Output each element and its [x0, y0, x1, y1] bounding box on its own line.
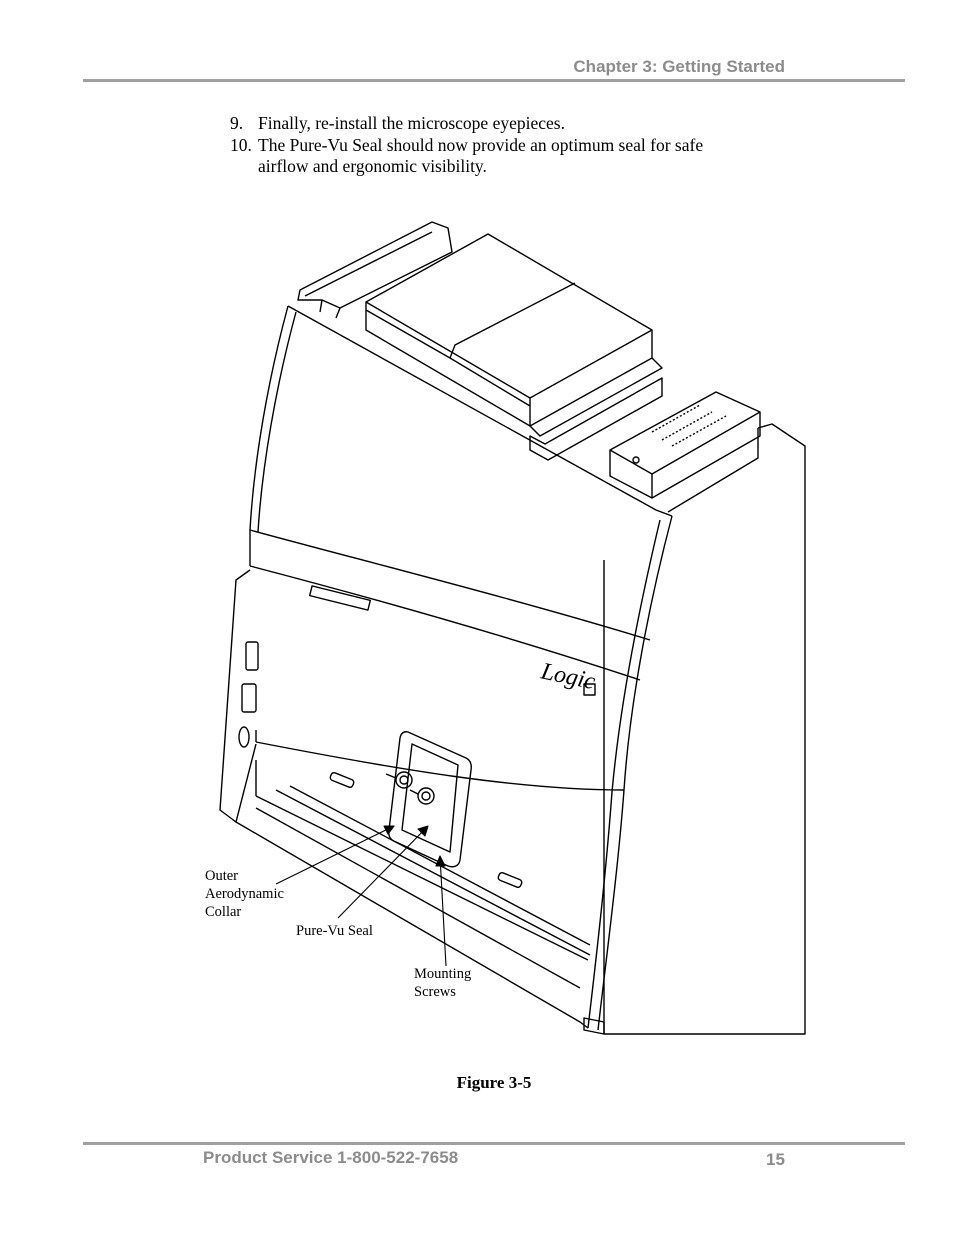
step-item: 9. Finally, re-install the microscope ey…: [230, 113, 738, 135]
callout-pure-vu-seal: Pure-Vu Seal: [296, 923, 373, 939]
page-number: 15: [766, 1150, 785, 1169]
step-number: 9.: [230, 113, 244, 133]
step-number: 10.: [230, 134, 252, 155]
step-text: Finally, re-install the microscope eyepi…: [258, 113, 565, 133]
callout-mounting-screws: Mounting Screws: [414, 966, 472, 1000]
figure-caption: Figure 3-5: [456, 1073, 532, 1092]
step-item: 10. The Pure-Vu Seal should now provide …: [230, 135, 738, 178]
footer-rule: [83, 1142, 905, 1145]
callout-leaders: [275, 825, 447, 967]
callout-outer-collar: Outer Aerodynamic Collar: [205, 868, 284, 920]
cabinet-drawing: Logic: [219, 221, 806, 1035]
running-header: Chapter 3: Getting Started: [573, 57, 785, 76]
instruction-steps: 9. Finally, re-install the microscope ey…: [230, 113, 738, 178]
service-phone: Product Service 1-800-522-7658: [203, 1148, 459, 1167]
header-rule: [83, 79, 905, 82]
step-text: The Pure-Vu Seal should now provide an o…: [258, 134, 704, 177]
